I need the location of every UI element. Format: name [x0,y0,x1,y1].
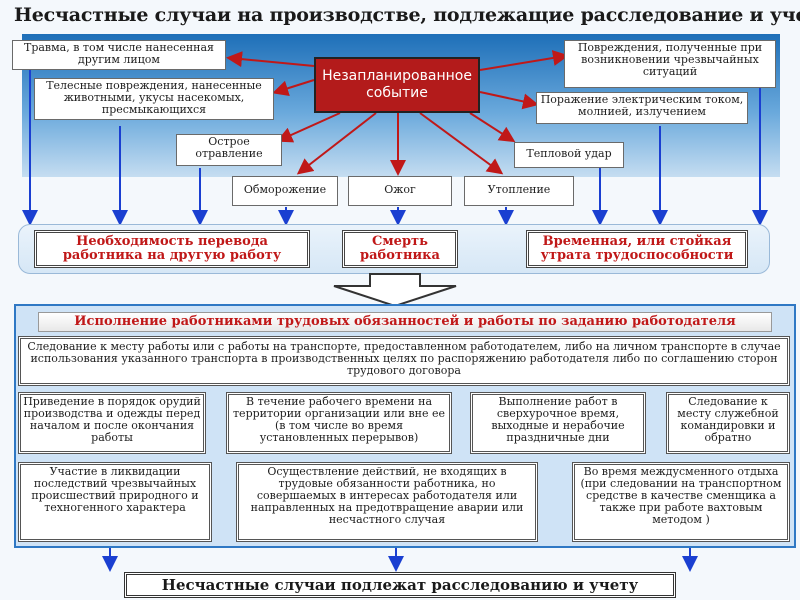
event-frostbite: Обморожение [232,176,338,206]
condition-shift-rest: Во время междусменного отдыха (при следо… [572,462,790,542]
page-title: Несчастные случаи на производстве, подле… [14,4,800,26]
big-down-arrow [333,273,457,308]
condition-transport: Следование к месту работы или с работы н… [18,336,790,386]
condition-other-actions: Осуществление действий, не входящих в тр… [236,462,538,542]
condition-emergency-liquidation: Участие в ликвидации последствий чрезвыч… [18,462,212,542]
condition-overtime: Выполнение работ в сверхурочное время, в… [470,392,646,454]
event-drowning: Утопление [464,176,574,206]
conditions-header: Исполнение работниками трудовых обязанно… [38,312,772,332]
consequence-death: Смерть работника [342,230,458,268]
conclusion: Несчастные случаи подлежат расследованию… [124,572,676,598]
condition-work-time: В течение рабочего времени на территории… [226,392,452,454]
consequence-transfer: Необходимость перевода работника на друг… [34,230,310,268]
event-emergency: Повреждения, полученные при возникновени… [564,40,776,88]
event-animal-injury: Телесные повреждения, нанесенные животны… [34,78,274,120]
condition-tools: Приведение в порядок орудий производства… [18,392,206,454]
event-injury-by-person: Травма, в том числе нанесенная другим ли… [12,40,226,70]
event-electric: Поражение электрическим током, молнией, … [536,92,748,124]
event-poisoning: Острое отравление [176,134,282,166]
event-heat-stroke: Тепловой удар [514,142,624,168]
event-burn: Ожог [348,176,452,206]
condition-business-trip: Следование к месту служебной командировк… [666,392,790,454]
center-event: Незапланированное событие [314,57,480,113]
consequence-disability: Временная, или стойкая утрата трудоспосо… [526,230,748,268]
